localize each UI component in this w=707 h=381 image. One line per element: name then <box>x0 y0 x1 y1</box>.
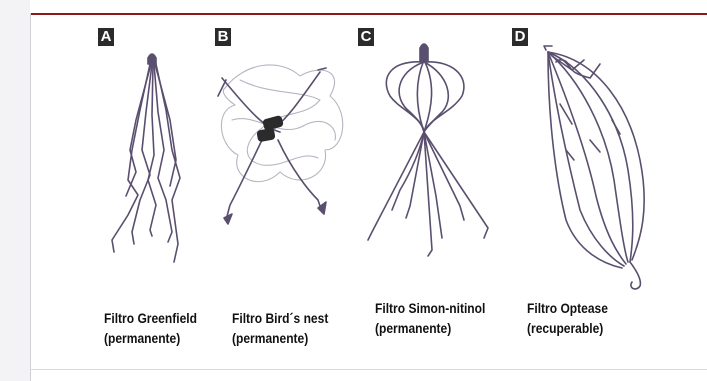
caption-optease: Filtro Optease (recuperable) <box>527 298 608 338</box>
caption-greenfield-type: (permanente) <box>104 328 197 348</box>
panel-letter-c: C <box>358 28 374 46</box>
simon-nitinol-filter-drawing <box>368 44 488 256</box>
caption-greenfield-name: Filtro Greenfield <box>104 308 197 328</box>
birds-nest-filter-drawing <box>218 65 343 224</box>
panel-letter-a: A <box>98 28 114 46</box>
caption-simon-nitinol: Filtro Simon-nitinol (permanente) <box>375 298 485 338</box>
caption-greenfield: Filtro Greenfield (permanente) <box>104 308 197 348</box>
caption-birds-nest-type: (permanente) <box>232 328 328 348</box>
caption-simon-nitinol-type: (permanente) <box>375 318 485 338</box>
panel-letter-d: D <box>512 28 528 46</box>
caption-optease-name: Filtro Optease <box>527 298 608 318</box>
caption-birds-nest-name: Filtro Bird´s nest <box>232 308 328 328</box>
caption-optease-type: (recuperable) <box>527 318 608 338</box>
panel-letter-b: B <box>215 28 231 46</box>
caption-birds-nest: Filtro Bird´s nest (permanente) <box>232 308 328 348</box>
greenfield-filter-drawing <box>112 54 180 262</box>
caption-simon-nitinol-name: Filtro Simon-nitinol <box>375 298 485 318</box>
optease-filter-drawing <box>544 46 644 289</box>
